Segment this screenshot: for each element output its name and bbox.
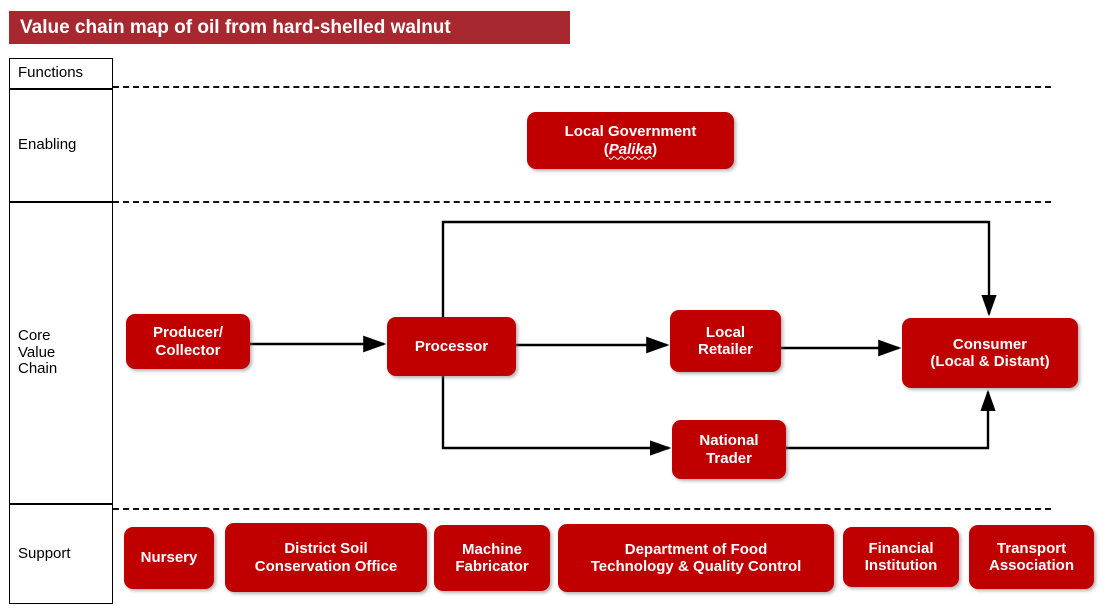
core-label-line-3: Chain xyxy=(18,360,58,378)
financial-institution-line-1: Financial xyxy=(868,539,934,557)
node-transport-association-label: Transport Association xyxy=(989,540,1074,575)
separator-functions-enabling xyxy=(113,86,1051,88)
node-consumer[interactable]: Consumer (Local & Distant) xyxy=(902,318,1078,388)
node-consumer-label: Consumer (Local & Distant) xyxy=(930,336,1049,371)
node-producer-collector-label: Producer/ Collector xyxy=(153,324,223,359)
node-department-of-food-technology-quality-control[interactable]: Department of Food Technology & Quality … xyxy=(558,524,834,592)
national-trader-line-2: Trader xyxy=(706,449,752,467)
node-local-retailer-label: Local Retailer xyxy=(698,324,753,359)
financial-institution-line-2: Institution xyxy=(864,557,938,574)
processor-line-1: Processor xyxy=(414,337,489,355)
row-header-support-label: Support xyxy=(18,544,71,562)
node-district-soil-conservation-office-label: District Soil Conservation Office xyxy=(255,540,398,575)
producer-collector-line-1: Producer/ xyxy=(152,324,224,342)
node-processor[interactable]: Processor xyxy=(387,317,516,376)
row-header-core-value-chain: Core Value Chain xyxy=(9,202,113,504)
machine-fabricator-line-2: Fabricator xyxy=(455,558,529,575)
dftqc-line-2: Technology & Quality Control xyxy=(590,558,802,575)
arrow-national-trader-to-consumer xyxy=(786,389,996,450)
node-department-of-food-technology-quality-control-label: Department of Food Technology & Quality … xyxy=(591,541,802,576)
machine-fabricator-line-1: Machine xyxy=(461,540,522,558)
node-nursery[interactable]: Nursery xyxy=(124,527,214,589)
row-header-core-value-chain-label: Core Value Chain xyxy=(10,326,58,378)
producer-collector-line-2: Collector xyxy=(155,341,221,359)
node-producer-collector[interactable]: Producer/ Collector xyxy=(126,314,250,369)
national-trader-line-1: National xyxy=(699,432,759,450)
row-header-enabling-label: Enabling xyxy=(18,136,77,154)
node-local-retailer[interactable]: Local Retailer xyxy=(670,310,781,372)
node-nursery-label: Nursery xyxy=(141,549,198,566)
node-local-government[interactable]: Local Government (Palika) xyxy=(527,112,734,169)
node-transport-association[interactable]: Transport Association xyxy=(969,525,1094,589)
local-government-line-2: (Palika) xyxy=(565,141,697,158)
node-national-trader-label: National Trader xyxy=(699,432,758,467)
consumer-line-2: (Local & Distant) xyxy=(930,353,1050,370)
node-national-trader[interactable]: National Trader xyxy=(672,420,786,479)
page-title: Value chain map of oil from hard-shelled… xyxy=(20,16,451,38)
dftqc-line-1: Department of Food xyxy=(624,540,768,558)
row-header-enabling: Enabling xyxy=(9,89,113,202)
node-local-government-label: Local Government (Palika) xyxy=(565,123,697,158)
node-processor-label: Processor xyxy=(415,338,488,355)
consumer-line-1: Consumer xyxy=(952,335,1028,353)
row-header-functions: Functions xyxy=(9,58,113,89)
paren-close: ) xyxy=(652,140,658,158)
diagram-title-bar: Value chain map of oil from hard-shelled… xyxy=(9,11,570,44)
paren-open: ( xyxy=(603,140,609,158)
separator-enabling-core xyxy=(113,201,1051,203)
dsco-line-1: District Soil xyxy=(284,540,368,558)
row-header-support: Support xyxy=(9,504,113,604)
node-machine-fabricator[interactable]: Machine Fabricator xyxy=(434,525,550,591)
arrow-processor-to-national-trader xyxy=(441,374,672,456)
palika-term: Palika xyxy=(608,140,653,158)
node-financial-institution[interactable]: Financial Institution xyxy=(843,527,959,587)
node-financial-institution-label: Financial Institution xyxy=(865,540,937,575)
arrow-processor-to-consumer-top-bypass xyxy=(441,220,997,320)
local-retailer-line-2: Retailer xyxy=(697,341,754,358)
local-government-line-1: Local Government xyxy=(564,123,697,141)
transport-association-line-1: Transport xyxy=(996,539,1067,557)
dsco-line-2: Conservation Office xyxy=(254,557,398,575)
transport-association-line-2: Association xyxy=(988,557,1075,574)
node-district-soil-conservation-office[interactable]: District Soil Conservation Office xyxy=(225,523,427,592)
nursery-line-1: Nursery xyxy=(140,549,198,567)
row-header-functions-label: Functions xyxy=(18,64,84,82)
core-label-line-1: Core xyxy=(18,326,51,344)
node-machine-fabricator-label: Machine Fabricator xyxy=(455,541,528,576)
core-label-line-2: Value xyxy=(18,343,56,361)
local-retailer-line-1: Local xyxy=(705,323,746,341)
separator-core-support xyxy=(113,508,1051,510)
